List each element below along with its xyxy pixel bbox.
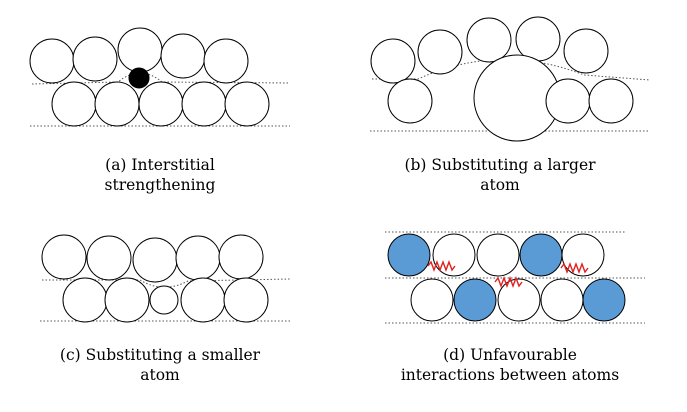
atom — [387, 78, 433, 124]
solute-atom — [453, 278, 497, 322]
atom — [218, 234, 264, 280]
solute-atom — [519, 233, 563, 277]
panel-a-interstitial — [29, 27, 291, 127]
atom — [51, 81, 97, 127]
panel-a-bottom-row-atoms — [51, 81, 270, 127]
panel-d-bottom-row-atoms — [410, 278, 626, 322]
atom — [104, 277, 150, 323]
panel-a-caption-line-1: (a) Interstitial — [105, 156, 215, 174]
atom — [72, 36, 118, 82]
panel-d-unfavourable-interactions — [385, 231, 645, 324]
panel-a-caption: (a) Interstitial strengthening — [60, 155, 260, 195]
interaction-spring — [560, 262, 589, 274]
panel-c-bottom-row-atoms — [62, 277, 269, 323]
atom — [203, 38, 249, 84]
panel-b-caption-line-1: (b) Substituting a larger — [404, 156, 596, 174]
small-substituted-atom — [149, 285, 179, 315]
atom — [466, 17, 512, 63]
interaction-spring — [494, 276, 523, 288]
panel-c-top-row-atoms — [41, 234, 264, 283]
atom — [160, 33, 206, 79]
panel-b-upper-guide-line — [372, 59, 651, 81]
atom — [588, 78, 634, 124]
panel-c-smaller-substitution — [40, 234, 291, 323]
atom — [132, 237, 178, 283]
atom — [515, 16, 561, 62]
atom — [540, 278, 584, 322]
atom — [224, 81, 270, 127]
panel-c-caption: (c) Substituting a smaller atom — [40, 345, 280, 385]
panel-c-caption-line-1: (c) Substituting a smaller — [59, 346, 261, 364]
panel-b-larger-substitution — [370, 16, 651, 142]
atom — [180, 277, 226, 323]
atom — [94, 81, 140, 127]
atom — [41, 234, 87, 280]
panel-c-caption-line-2: atom — [140, 366, 180, 384]
atom — [86, 235, 132, 281]
atom — [476, 233, 520, 277]
panel-a-top-row-atoms — [29, 27, 249, 84]
panel-d-caption-line-1: (d) Unfavourable — [443, 346, 577, 364]
panel-b-top-row-atoms — [370, 16, 609, 84]
solute-atom — [582, 278, 626, 322]
atom — [181, 81, 227, 127]
panel-d-caption-line-2: interactions between atoms — [400, 366, 620, 384]
interstitial-atom — [128, 67, 150, 89]
interaction-spring — [427, 260, 456, 272]
panel-d-caption: (d) Unfavourable interactions between at… — [380, 345, 640, 385]
atom — [223, 277, 269, 323]
atom — [62, 277, 108, 323]
atom — [417, 29, 463, 75]
atom — [370, 38, 416, 84]
panel-b-caption: (b) Substituting a larger atom — [385, 155, 615, 195]
atom — [410, 278, 454, 322]
atom — [497, 278, 541, 322]
atom — [432, 233, 476, 277]
atom — [561, 233, 605, 277]
atom — [29, 38, 75, 84]
atom — [175, 235, 221, 281]
atom — [563, 28, 609, 74]
panel-b-caption-line-2: atom — [480, 176, 520, 194]
atom — [545, 78, 591, 124]
atom — [138, 81, 184, 127]
panel-b-bottom-row-atoms — [387, 54, 634, 142]
panel-d-top-row-atoms — [387, 233, 605, 277]
atom — [117, 27, 163, 73]
solute-atom — [387, 233, 431, 277]
panel-a-caption-line-2: strengthening — [104, 176, 216, 194]
